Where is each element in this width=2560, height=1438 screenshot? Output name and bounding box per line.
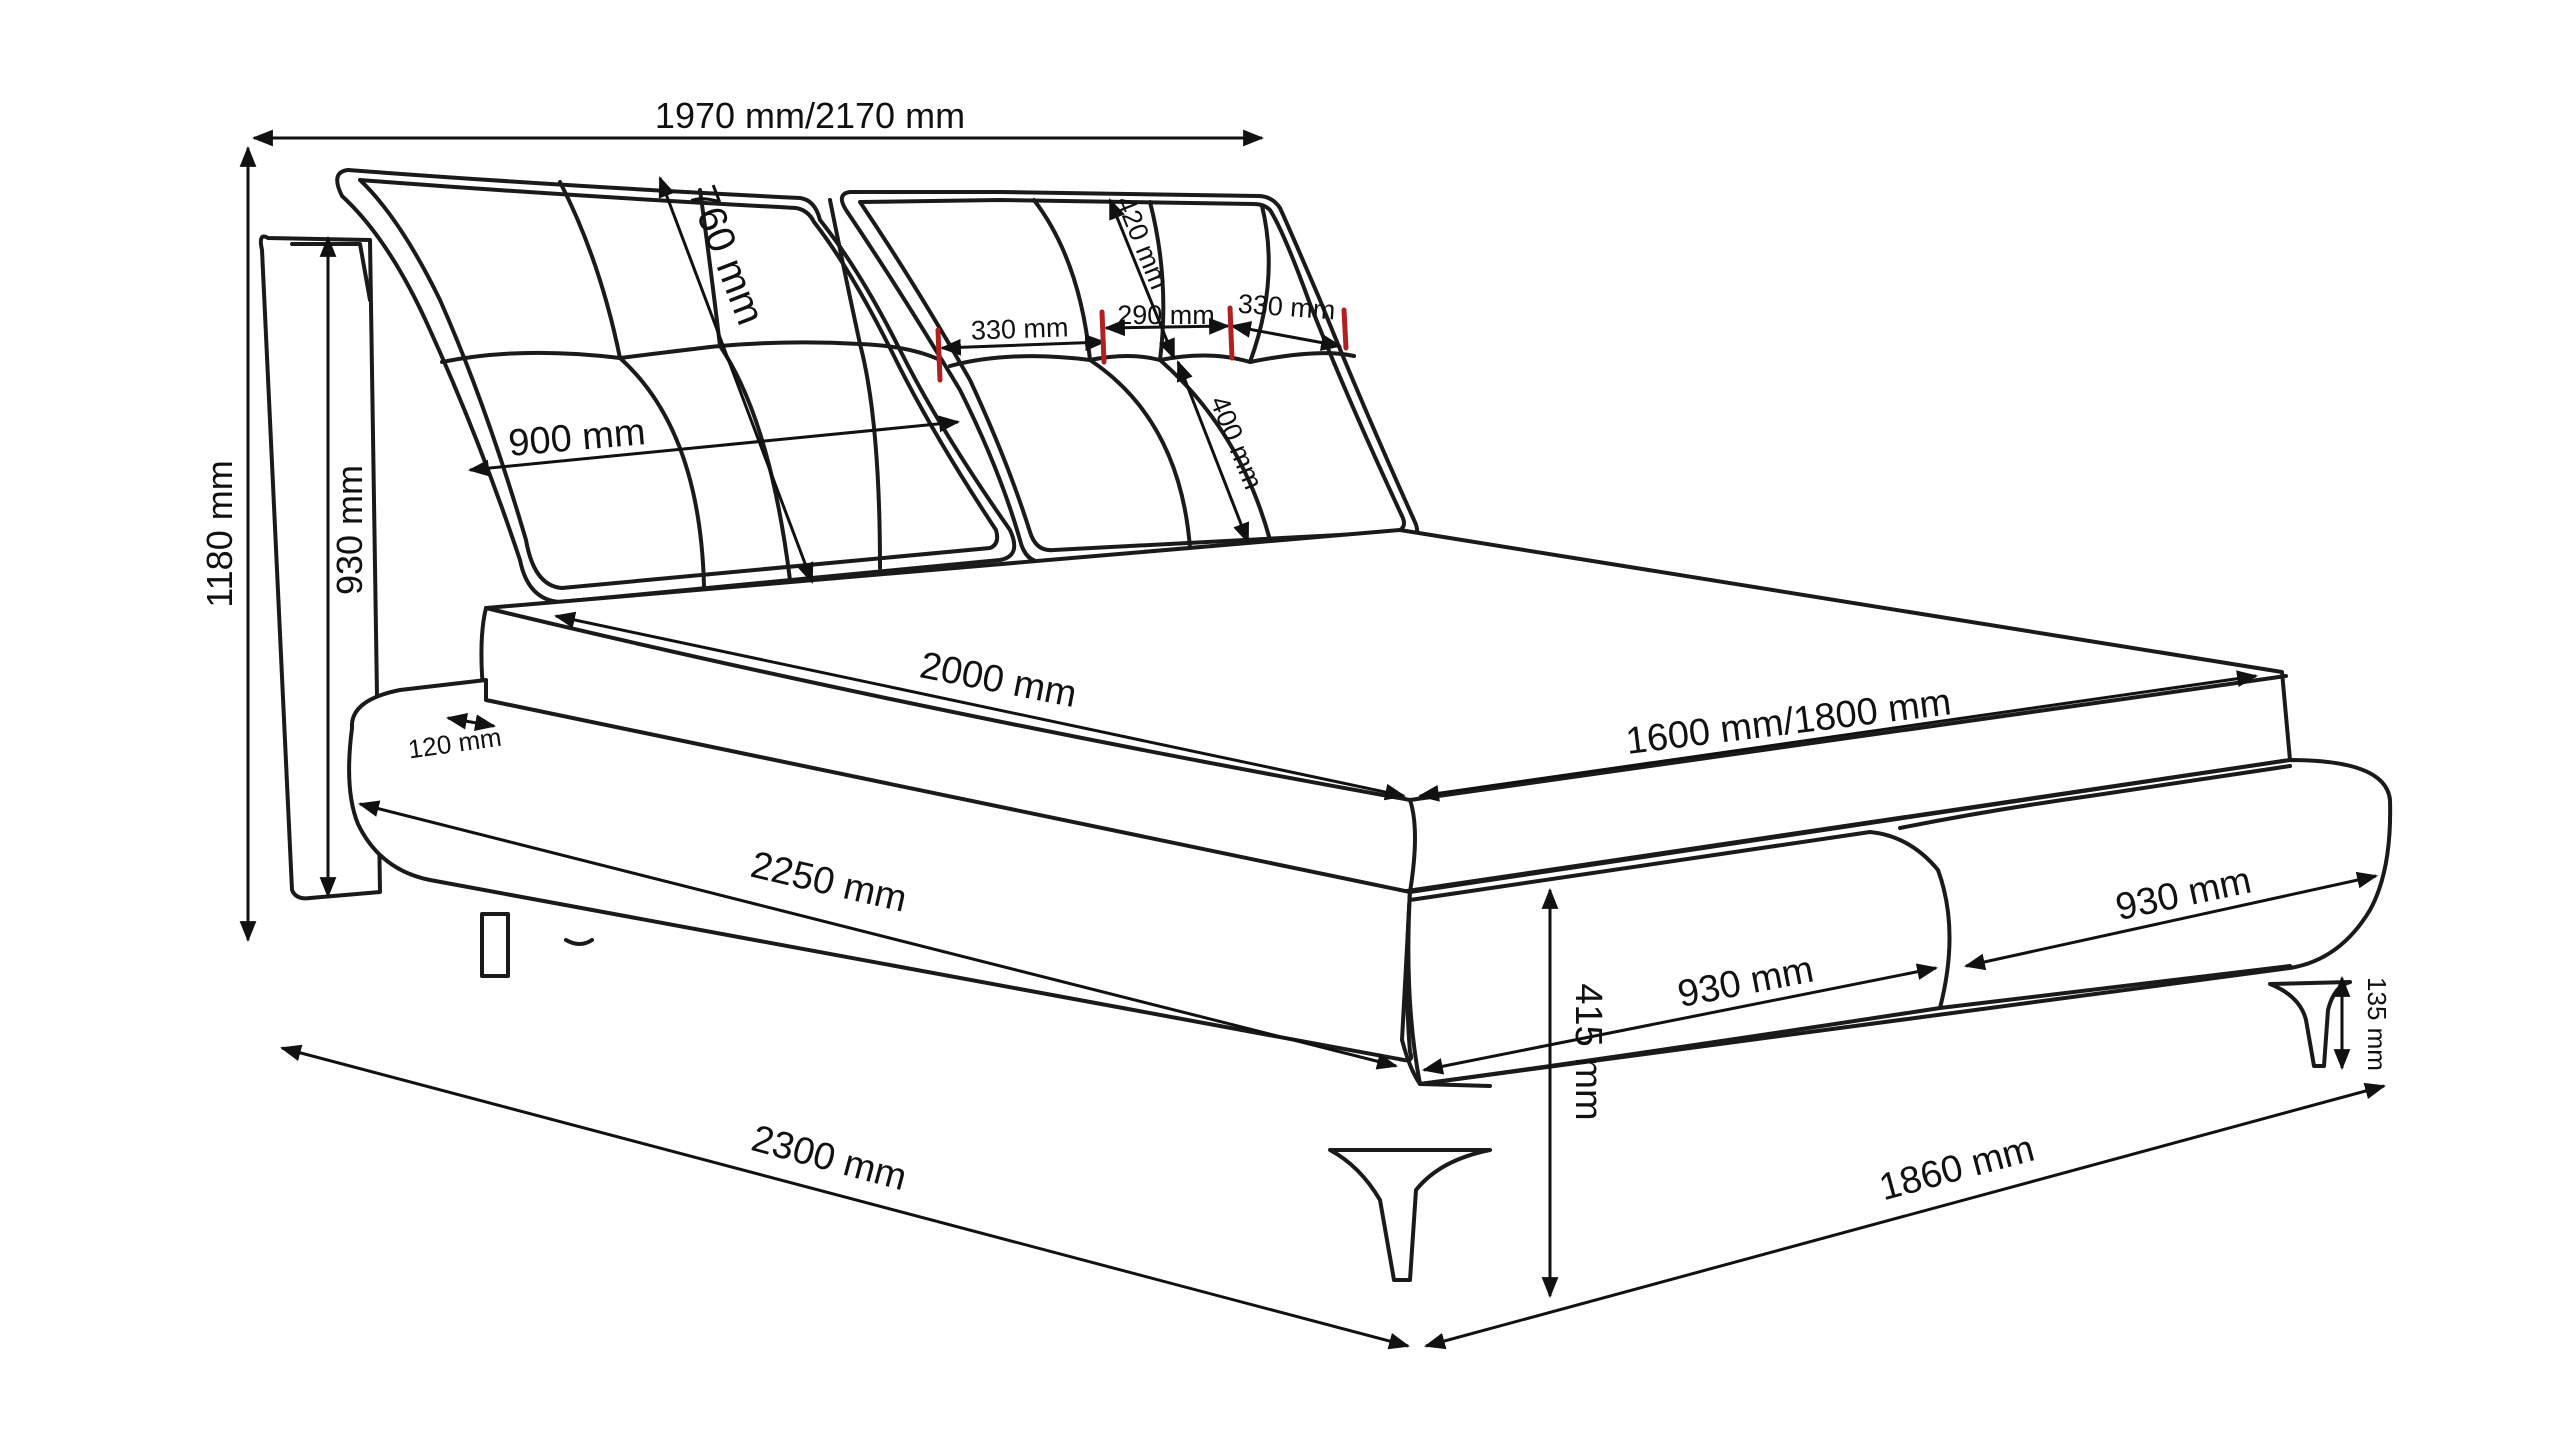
- label-segment-middle: 290 mm: [1117, 300, 1215, 330]
- label-overall-width: 1860 mm: [1875, 1128, 2039, 1210]
- dimension-lines: [239, 129, 2387, 1350]
- headboard-panel: [258, 234, 382, 901]
- label-frame-height: 415 mm: [1567, 983, 1609, 1120]
- label-leg-height: 135 mm: [2362, 977, 2392, 1071]
- label-overall-length: 2300 mm: [747, 1118, 911, 1200]
- label-headboard-width: 1970 mm/2170 mm: [655, 95, 965, 136]
- label-segment-right: 330 mm: [1237, 289, 1336, 326]
- label-segment-left: 330 mm: [970, 312, 1069, 345]
- label-headboard-height: 930 mm: [329, 465, 370, 595]
- label-total-height: 1180 mm: [199, 460, 240, 607]
